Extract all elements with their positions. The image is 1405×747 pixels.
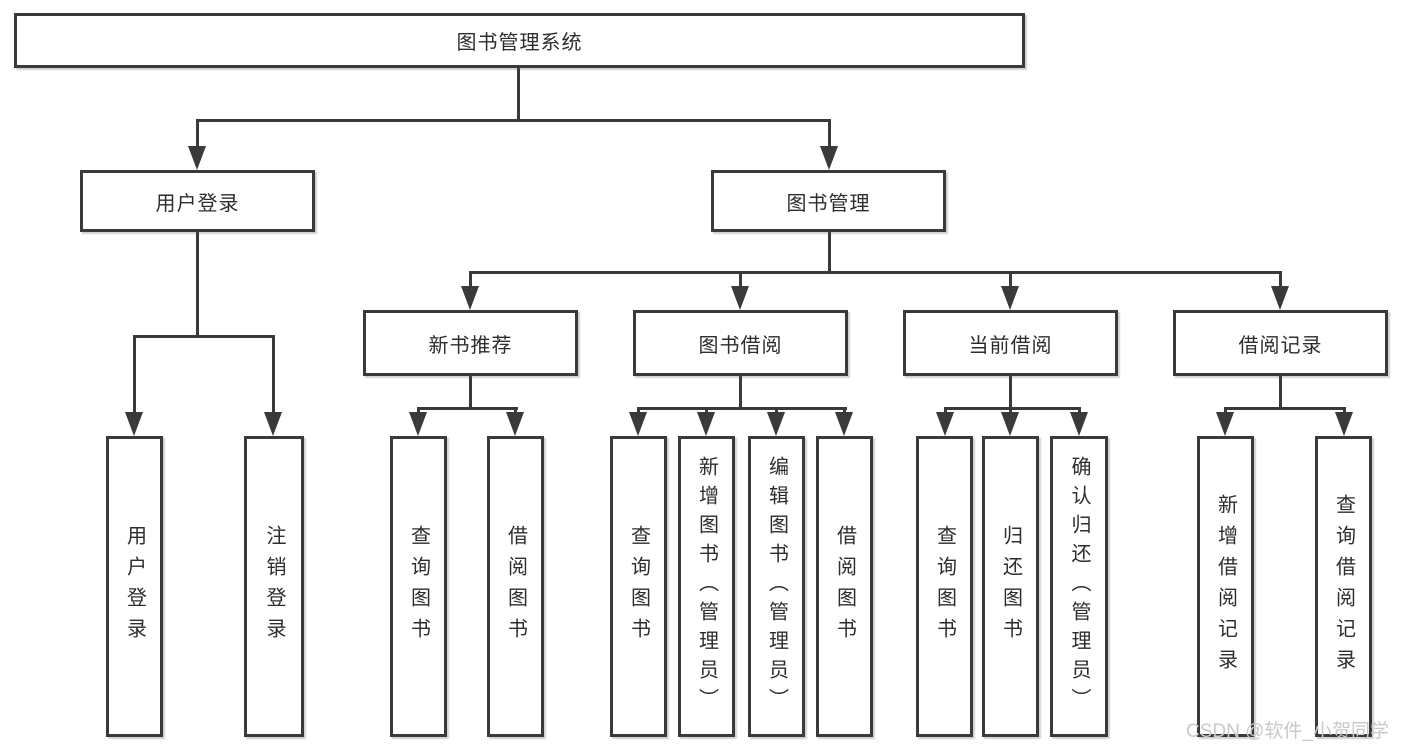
connector-drop-leaf [775, 407, 778, 415]
leaf-add-book-admin: 新增图书（管理员） [678, 436, 735, 737]
arrow-down-icon [731, 286, 749, 310]
connector-root-stem [517, 68, 520, 121]
node-label: 借阅记录 [1238, 334, 1323, 357]
arrow-down-icon [1335, 412, 1353, 436]
arrow-down-icon [1001, 412, 1019, 436]
node-current-borrowing: 当前借阅 [903, 310, 1118, 376]
connector-drop-level3 [469, 271, 472, 289]
node-new-book-recommendation: 新书推荐 [363, 310, 578, 376]
node-label: 当前借阅 [968, 334, 1053, 357]
connector-book-mgmt-stem [828, 232, 831, 273]
leaf-add-borrow-record: 新增借阅记录 [1197, 436, 1254, 737]
node-library-management-system: 图书管理系统 [14, 13, 1025, 68]
node-user-login: 用户登录 [80, 170, 315, 232]
connector-user-login-stem [196, 232, 199, 337]
leaf-label: 借阅图书 [504, 524, 527, 649]
connector-rail [637, 407, 847, 410]
connector-drop-level3 [1009, 271, 1012, 289]
leaf-query-books-borrowing: 查询图书 [610, 436, 667, 737]
node-label: 用户登录 [155, 192, 240, 215]
node-borrowing-records: 借阅记录 [1173, 310, 1388, 376]
leaf-query-borrow-record: 查询借阅记录 [1315, 436, 1372, 737]
leaf-logout-login: 注销登录 [244, 436, 304, 737]
leaf-label: 查询图书 [407, 524, 430, 649]
connector-drop-leaf [1224, 407, 1227, 415]
arrow-down-icon [409, 412, 427, 436]
connector-drop-book-mgmt [828, 119, 831, 149]
csdn-watermark: CSDN @软件_小贺同学 [1186, 721, 1389, 742]
arrow-down-icon [1001, 286, 1019, 310]
arrow-down-icon [835, 412, 853, 436]
connector-level3-rail [469, 271, 1282, 274]
leaf-label: 用户登录 [123, 524, 146, 649]
leaf-label: 查询图书 [627, 524, 650, 649]
leaf-query-books-recommend: 查询图书 [390, 436, 447, 737]
leaf-label: 新增借阅记录 [1214, 493, 1237, 680]
node-label: 图书管理 [786, 192, 871, 215]
leaf-label: 借阅图书 [833, 524, 856, 649]
leaf-borrow-books-recommend: 借阅图书 [487, 436, 544, 737]
arrow-down-icon [936, 412, 954, 436]
connector-drop-leaf [1343, 407, 1346, 415]
arrow-down-icon [506, 412, 524, 436]
arrow-down-icon [697, 412, 715, 436]
connector-drop-leaf [1078, 407, 1081, 415]
connector-drop-leaf [1009, 407, 1012, 415]
connector-rail [1224, 407, 1346, 410]
connector-level2-rail [196, 119, 831, 122]
connector-drop-leaf [133, 335, 136, 414]
leaf-label: 查询图书 [933, 524, 956, 649]
connector-rail [417, 407, 518, 410]
connector-drop-leaf [843, 407, 846, 415]
arrow-down-icon [264, 412, 282, 436]
arrow-down-icon [820, 146, 838, 170]
connector-drop-leaf [944, 407, 947, 415]
connector-stem [469, 376, 472, 409]
connector-stem [1009, 376, 1012, 409]
leaf-borrow-books-borrowing: 借阅图书 [816, 436, 873, 737]
arrow-down-icon [125, 412, 143, 436]
connector-rail [944, 407, 1081, 410]
arrow-down-icon [461, 286, 479, 310]
leaf-edit-book-admin: 编辑图书（管理员） [748, 436, 805, 737]
arrow-down-icon [1216, 412, 1234, 436]
arrow-down-icon [629, 412, 647, 436]
node-label: 新书推荐 [428, 334, 513, 357]
connector-user-login-rail [133, 335, 275, 338]
connector-drop-level3 [1279, 271, 1282, 289]
connector-stem [1279, 376, 1282, 409]
leaf-label: 归还图书 [999, 524, 1022, 649]
arrow-down-icon [1271, 286, 1289, 310]
connector-drop-leaf [417, 407, 420, 415]
leaf-user-login: 用户登录 [106, 436, 163, 737]
connector-stem [739, 376, 742, 409]
arrow-down-icon [767, 412, 785, 436]
leaf-label: 注销登录 [263, 524, 285, 649]
leaf-label: 新增图书（管理员） [695, 456, 718, 717]
connector-drop-user-login [196, 119, 199, 149]
node-book-borrowing: 图书借阅 [633, 310, 848, 376]
connector-drop-level3 [739, 271, 742, 289]
leaf-return-books: 归还图书 [982, 436, 1039, 737]
connector-drop-leaf [637, 407, 640, 415]
arrow-down-icon [1070, 412, 1088, 436]
leaf-label: 查询借阅记录 [1332, 493, 1355, 680]
node-label: 图书管理系统 [456, 32, 583, 54]
leaf-confirm-return-admin: 确认归还（管理员） [1050, 436, 1108, 737]
leaf-label: 编辑图书（管理员） [765, 456, 788, 717]
leaf-query-books-current: 查询图书 [916, 436, 973, 737]
connector-drop-leaf [514, 407, 517, 415]
leaf-label: 确认归还（管理员） [1068, 456, 1090, 717]
arrow-down-icon [188, 146, 206, 170]
node-book-management: 图书管理 [711, 170, 946, 232]
connector-drop-leaf [272, 335, 275, 414]
connector-drop-leaf [705, 407, 708, 415]
node-label: 图书借阅 [698, 334, 783, 357]
